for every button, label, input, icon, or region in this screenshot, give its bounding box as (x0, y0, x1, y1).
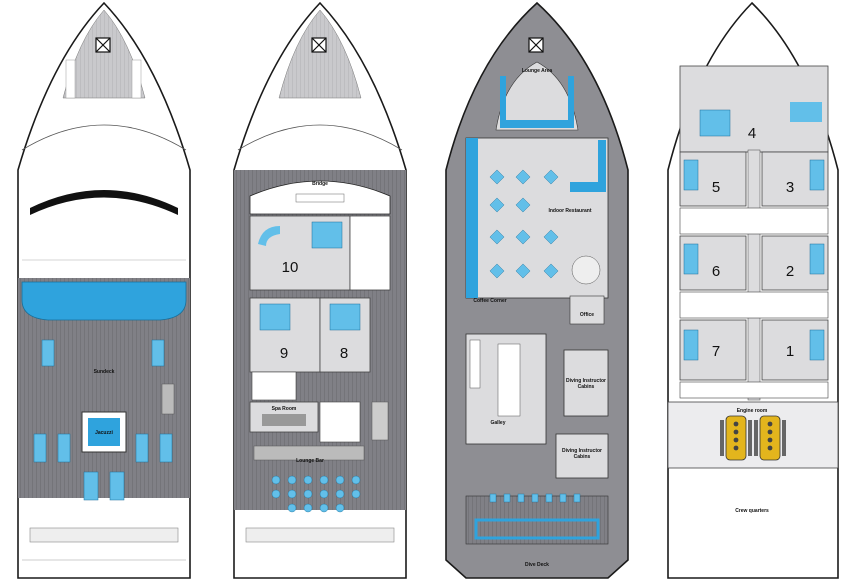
cabin-1-number: 1 (786, 343, 794, 360)
galley-label: Galley (490, 420, 505, 426)
main-deck: Lounge Area Indoor Restaurant Coffee Cor… (445, 1, 629, 579)
sun-deck: Sundeck Jacuzzi (17, 1, 191, 579)
diving-instructor-1-label: Diving Instructor Cabins (565, 378, 606, 390)
cabin-7-number: 7 (712, 343, 720, 360)
sunroof-arc (30, 190, 178, 215)
bridge-label: Bridge (312, 181, 328, 187)
lower-deck: 4 5 3 6 2 7 1 Engine room (667, 1, 839, 579)
spa-room-label: Spa Room (272, 406, 297, 412)
diving-instructor-2-label: Diving Instructor Cabins (561, 448, 602, 460)
office (569, 295, 605, 325)
lounge-area-label: Lounge Area (522, 68, 553, 74)
upper-deck: Bridge 10 9 8 Spa Room Lounge Bar (233, 1, 407, 579)
lounge-seating (271, 475, 361, 513)
cabin-8-number: 8 (340, 345, 348, 362)
diving-instructor-cabin-2 (555, 433, 609, 479)
jacuzzi-label: Jacuzzi (95, 430, 113, 436)
indoor-restaurant-label: Indoor Restaurant (548, 208, 591, 214)
sun-loungers (33, 433, 173, 501)
cabin-3-number: 3 (786, 179, 794, 196)
crew-quarters-label: Crew quarters (735, 508, 769, 514)
restaurant-tables (489, 169, 559, 279)
cabin-10-number: 10 (282, 259, 299, 276)
coffee-corner-label: Coffee Corner (473, 298, 506, 304)
office-label: Office (580, 312, 594, 318)
cabin-9-number: 9 (280, 345, 288, 362)
cabin-5-number: 5 (712, 179, 720, 196)
cabin-6-number: 6 (712, 263, 720, 280)
engine-room-label: Engine room (737, 408, 768, 414)
lounge-bar-label: Lounge Bar (296, 458, 324, 464)
dive-deck-label: Dive Deck (525, 562, 549, 568)
diving-instructor-cabin-1 (563, 349, 609, 417)
sundeck-pool (21, 281, 187, 321)
engine-room (667, 401, 839, 469)
engines (720, 415, 786, 461)
sun-deck-bow-planks (62, 9, 146, 99)
cabin-4-number: 4 (748, 125, 756, 142)
cabin-2-number: 2 (786, 263, 794, 280)
sundeck-label: Sundeck (94, 369, 115, 375)
